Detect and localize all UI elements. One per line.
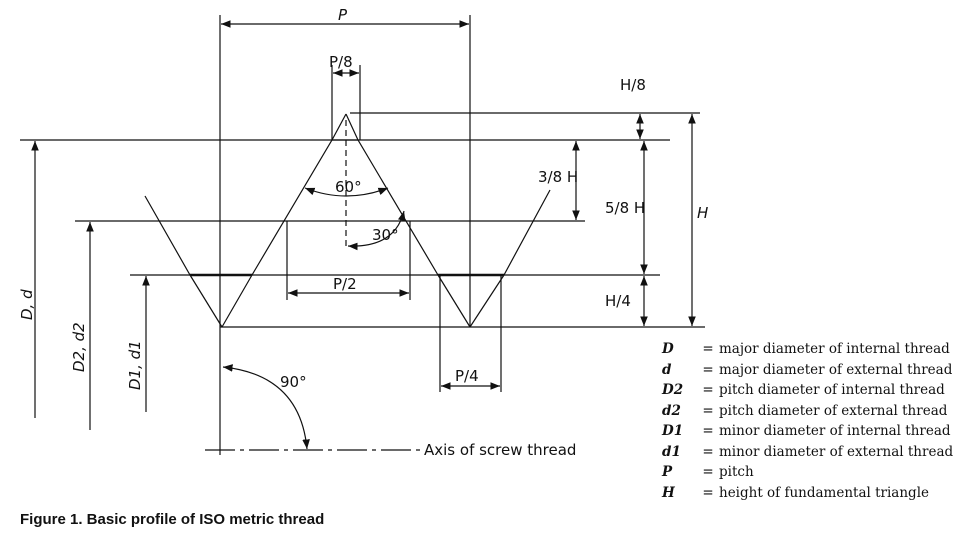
legend-symbol: D2 (662, 382, 684, 399)
legend-row: d1 = minor diameter of external thread (662, 442, 953, 463)
legend-description: minor diameter of internal thread (719, 423, 951, 440)
legend-symbol: P (662, 464, 673, 481)
label-90: 90° (280, 373, 307, 391)
legend-description: minor diameter of external thread (719, 443, 954, 460)
legend: D = major diameter of internal thread d = maj… (662, 339, 953, 503)
legend-equals: = (702, 402, 714, 419)
label-h: H (697, 204, 708, 222)
figure-caption: Figure 1. Basic profile of ISO metric th… (20, 511, 325, 528)
label-p: P (338, 6, 348, 24)
legend-description: height of fundamental triangle (719, 484, 930, 501)
legend-description: pitch diameter of internal thread (719, 382, 945, 399)
label-d1: D1, d1 (126, 340, 144, 390)
legend-equals: = (702, 341, 714, 358)
legend-row: d2 = pitch diameter of external thread (662, 401, 953, 422)
root-flank-left-a (189, 274, 223, 328)
root-flank-right-b (469, 274, 505, 328)
label-60: 60° (335, 178, 362, 196)
label-d: D, d (18, 289, 36, 320)
legend-row: H = height of fundamental triangle (662, 483, 953, 504)
legend-row: D = major diameter of internal thread (662, 339, 953, 360)
legend-row: d = major diameter of external thread (662, 360, 953, 381)
legend-row: D1 = minor diameter of internal thread (662, 421, 953, 442)
root-flank-left-b (221, 274, 253, 328)
root-flank-right-a (437, 274, 471, 328)
legend-description: pitch (719, 464, 754, 481)
label-p4: P/4 (455, 367, 479, 385)
label-h8: H/8 (620, 76, 646, 94)
label-p8: P/8 (329, 53, 353, 71)
legend-equals: = (702, 464, 714, 481)
label-30: 30° (372, 226, 399, 244)
legend-description: major diameter of internal thread (719, 341, 950, 358)
triangle-right-flank (345, 113, 359, 141)
legend-row: D2 = pitch diameter of internal thread (662, 380, 953, 401)
arc-60 (304, 187, 389, 197)
label-h38: 3/8 H (538, 168, 578, 186)
legend-symbol: D (662, 341, 674, 358)
arc-30 (347, 210, 406, 251)
legend-symbol: D1 (662, 423, 684, 440)
legend-equals: = (702, 484, 714, 501)
legend-equals: = (702, 443, 714, 460)
legend-equals: = (702, 382, 714, 399)
legend-symbol: d1 (662, 443, 681, 460)
legend-equals: = (702, 423, 714, 440)
legend-symbol: d (662, 361, 672, 378)
legend-description: pitch diameter of external thread (719, 402, 948, 419)
triangle-left-flank (331, 113, 347, 141)
label-p2: P/2 (333, 275, 357, 293)
legend-symbol: d2 (662, 402, 681, 419)
thread-profile (144, 139, 551, 276)
legend-row: P = pitch (662, 462, 953, 483)
legend-description: major diameter of external thread (719, 361, 953, 378)
arc-90 (222, 364, 310, 450)
label-d2: D2, d2 (70, 322, 88, 372)
label-h4: H/4 (605, 292, 631, 310)
legend-symbol: H (662, 484, 675, 501)
legend-equals: = (702, 361, 714, 378)
label-h58: 5/8 H (605, 199, 645, 217)
axis-label: Axis of screw thread (424, 441, 576, 459)
